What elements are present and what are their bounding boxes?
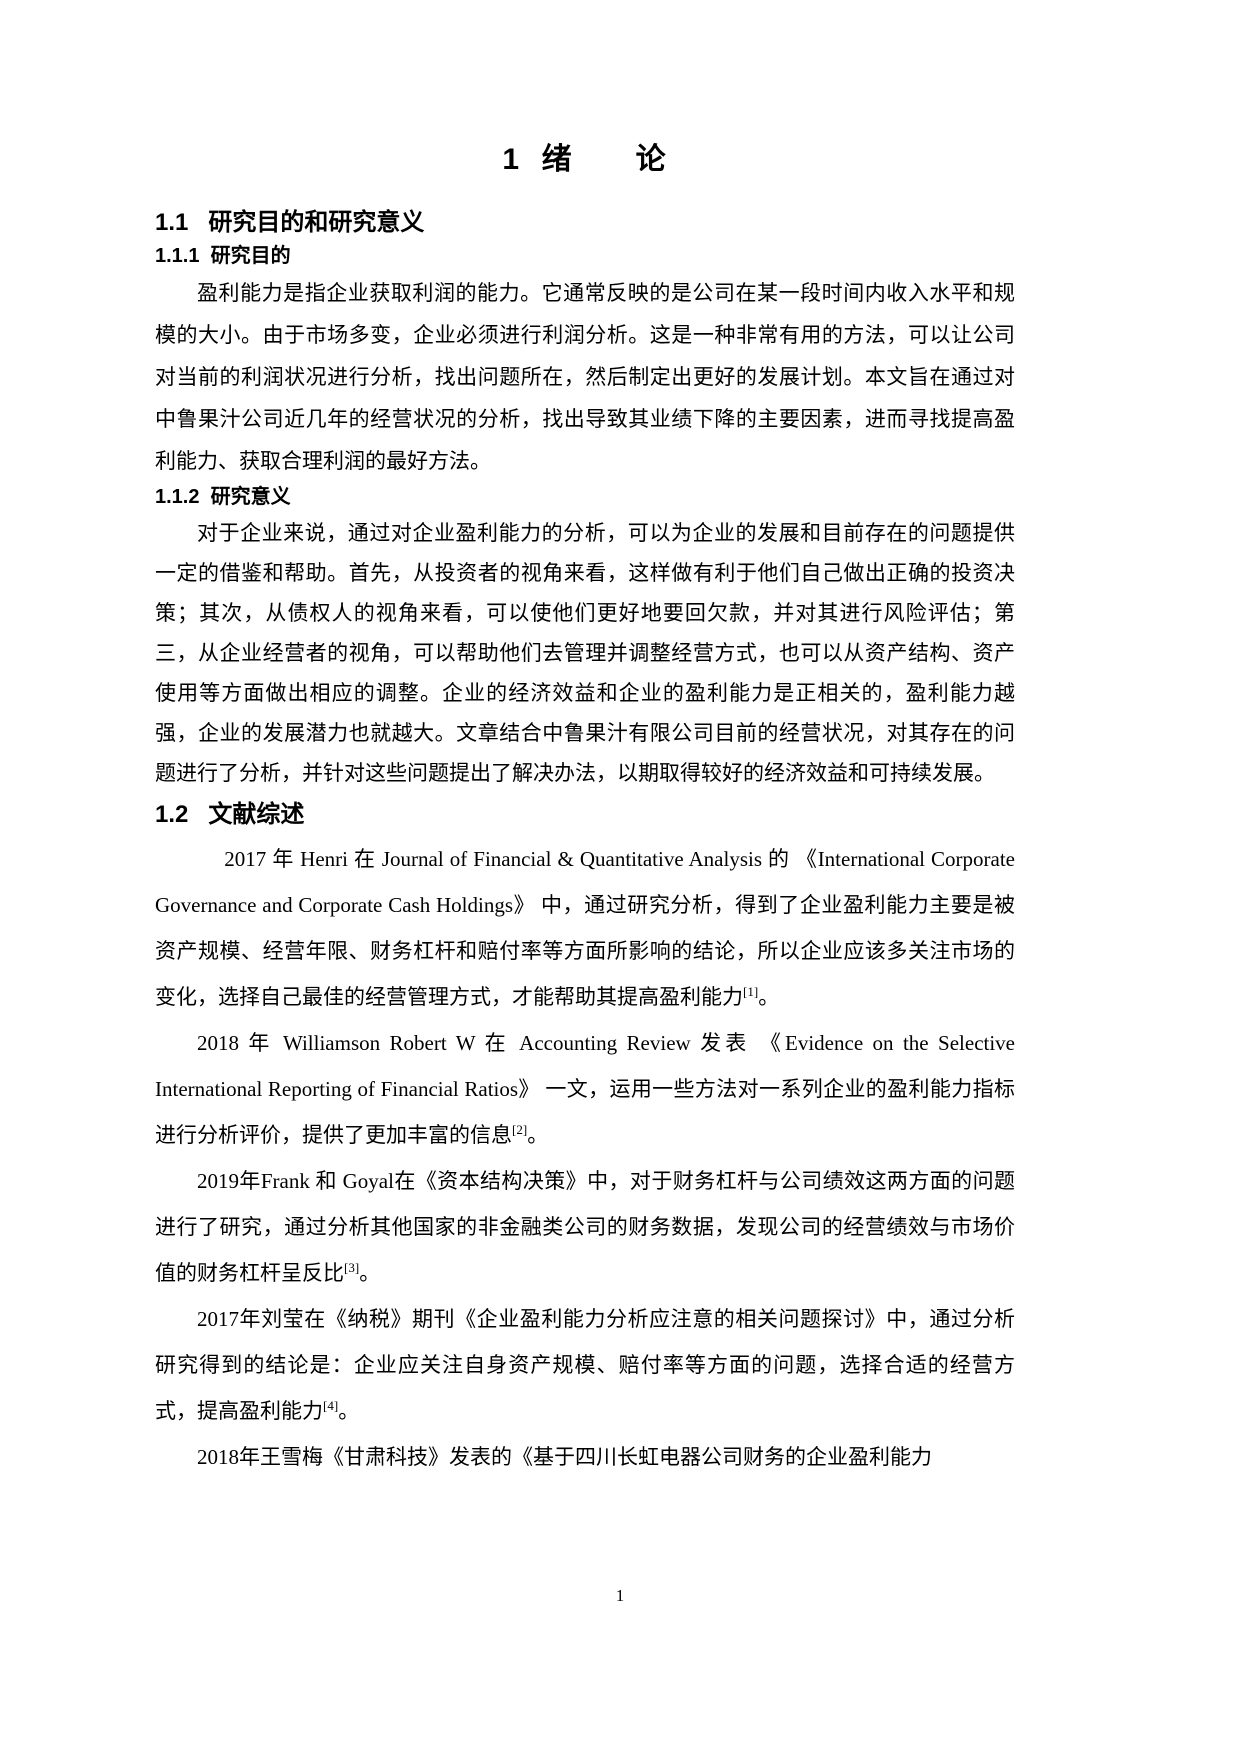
literature-3-text: 2019年Frank 和 Goyal在《资本结构决策》中，对于财务杠杆与公司绩效… bbox=[155, 1168, 1015, 1285]
chapter-title: 1 绪 论 bbox=[502, 143, 668, 176]
paragraph-literature-3: 2019年Frank 和 Goyal在《资本结构决策》中，对于财务杠杆与公司绩效… bbox=[155, 1158, 1015, 1296]
heading-1-1-2: 1.1.2 研究意义 bbox=[155, 486, 291, 509]
literature-5-text: 2018年王雪梅《甘肃科技》发表的《基于四川长虹电器公司财务的企业盈利能力 bbox=[197, 1444, 932, 1469]
literature-3-tail: 。 bbox=[359, 1260, 381, 1285]
page-number: 1 bbox=[615, 1586, 625, 1605]
heading-1-1: 1.1 研究目的和研究意义 bbox=[155, 209, 425, 236]
paragraph-research-purpose: 盈利能力是指企业获取利润的能力。它通常反映的是公司在某一段时间内收入水平和规模的… bbox=[155, 281, 1015, 474]
paragraph-literature-1: 2017 年 Henri 在 Journal of Financial & Qu… bbox=[155, 836, 1015, 1020]
paragraph-research-significance: 对于企业来说，通过对企业盈利能力的分析，可以为企业的发展和目前存在的问题提供一定… bbox=[155, 521, 1015, 786]
paragraph-literature-2: 2018 年 Williamson Robert W 在 Accounting … bbox=[155, 1020, 1015, 1158]
reference-mark-1: [1] bbox=[743, 983, 759, 999]
page-content: 1 绪 论 1.1 研究目的和研究意义 1.1.1 研究目的 盈利能力是指企业获… bbox=[155, 140, 1015, 1480]
paragraph-literature-5: 2018年王雪梅《甘肃科技》发表的《基于四川长虹电器公司财务的企业盈利能力 bbox=[155, 1434, 1015, 1480]
literature-1-text: 2017 年 Henri 在 Journal of Financial & Qu… bbox=[155, 846, 1015, 1009]
literature-1-tail: 。 bbox=[758, 984, 780, 1009]
reference-mark-2: [2] bbox=[512, 1121, 528, 1137]
literature-2-tail: 。 bbox=[527, 1122, 549, 1147]
literature-2-text: 2018 年 Williamson Robert W 在 Accounting … bbox=[155, 1030, 1015, 1147]
literature-4-tail: 。 bbox=[338, 1398, 360, 1423]
literature-4-text: 2017年刘莹在《纳税》期刊《企业盈利能力分析应注意的相关问题探讨》中，通过分析… bbox=[155, 1306, 1015, 1423]
paragraph-literature-4: 2017年刘莹在《纳税》期刊《企业盈利能力分析应注意的相关问题探讨》中，通过分析… bbox=[155, 1296, 1015, 1434]
heading-1-1-1: 1.1.1 研究目的 bbox=[155, 245, 291, 268]
heading-1-2: 1.2 文献综述 bbox=[155, 801, 305, 829]
reference-mark-4: [4] bbox=[323, 1397, 339, 1413]
reference-mark-3: [3] bbox=[344, 1259, 360, 1275]
